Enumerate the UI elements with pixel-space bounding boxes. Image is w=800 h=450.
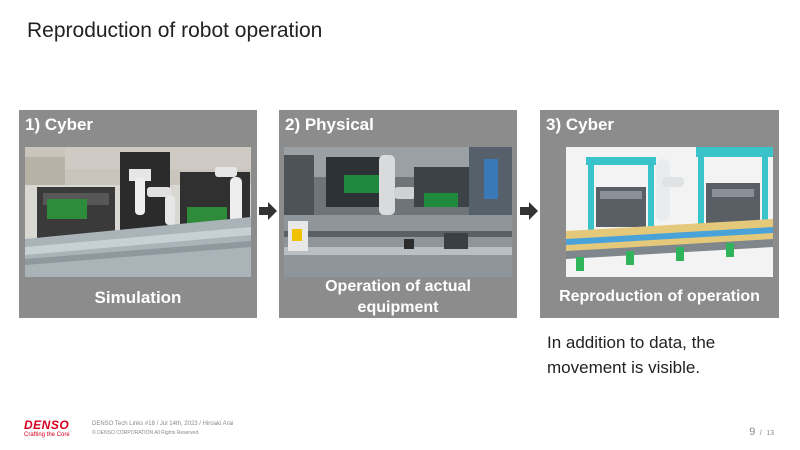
note-line: In addition to data, the bbox=[547, 333, 716, 352]
panel-caption: Simulation bbox=[94, 288, 182, 307]
actual-equipment-image bbox=[284, 147, 512, 277]
page-total: 13 bbox=[766, 430, 774, 437]
page-number: 9 / 13 bbox=[749, 422, 774, 440]
slide-title: Reproduction of robot operation bbox=[27, 19, 323, 42]
denso-logo: DENSO Crafting the Core bbox=[24, 419, 84, 439]
logo-word: DENSO bbox=[24, 418, 70, 432]
reproduction-image bbox=[566, 147, 773, 277]
page-separator: / bbox=[759, 430, 762, 437]
arrow-right-icon bbox=[519, 201, 539, 221]
panel-heading: 3) Cyber bbox=[546, 115, 615, 134]
panel-heading: 1) Cyber bbox=[25, 115, 94, 134]
footer-info: DENSO Tech Links #18 / Jul 14th, 2023 / … bbox=[92, 420, 233, 437]
visibility-note: In addition to data, the movement is vis… bbox=[547, 330, 787, 380]
footer-event-line: DENSO Tech Links #18 / Jul 14th, 2023 / … bbox=[92, 421, 234, 427]
panel-cyber-simulation: 1) Cyber bbox=[19, 110, 257, 318]
footer-copyright: © DENSO CORPORATION All Rights Reserved. bbox=[92, 430, 200, 436]
note-line: movement is visible. bbox=[547, 358, 701, 377]
panel-caption: Reproduction of operation bbox=[559, 288, 760, 305]
simulation-image bbox=[25, 147, 251, 277]
panel-physical-equipment: 2) Physical bbox=[279, 110, 517, 318]
page-current: 9 bbox=[749, 426, 756, 438]
logo-tagline: Crafting the Core bbox=[24, 432, 70, 438]
panel-heading: 2) Physical bbox=[285, 115, 374, 134]
panel-caption: Operation of actual equipment bbox=[325, 278, 471, 316]
arrow-right-icon bbox=[258, 201, 278, 221]
panel-cyber-reproduction: 3) Cyber bbox=[540, 110, 779, 318]
